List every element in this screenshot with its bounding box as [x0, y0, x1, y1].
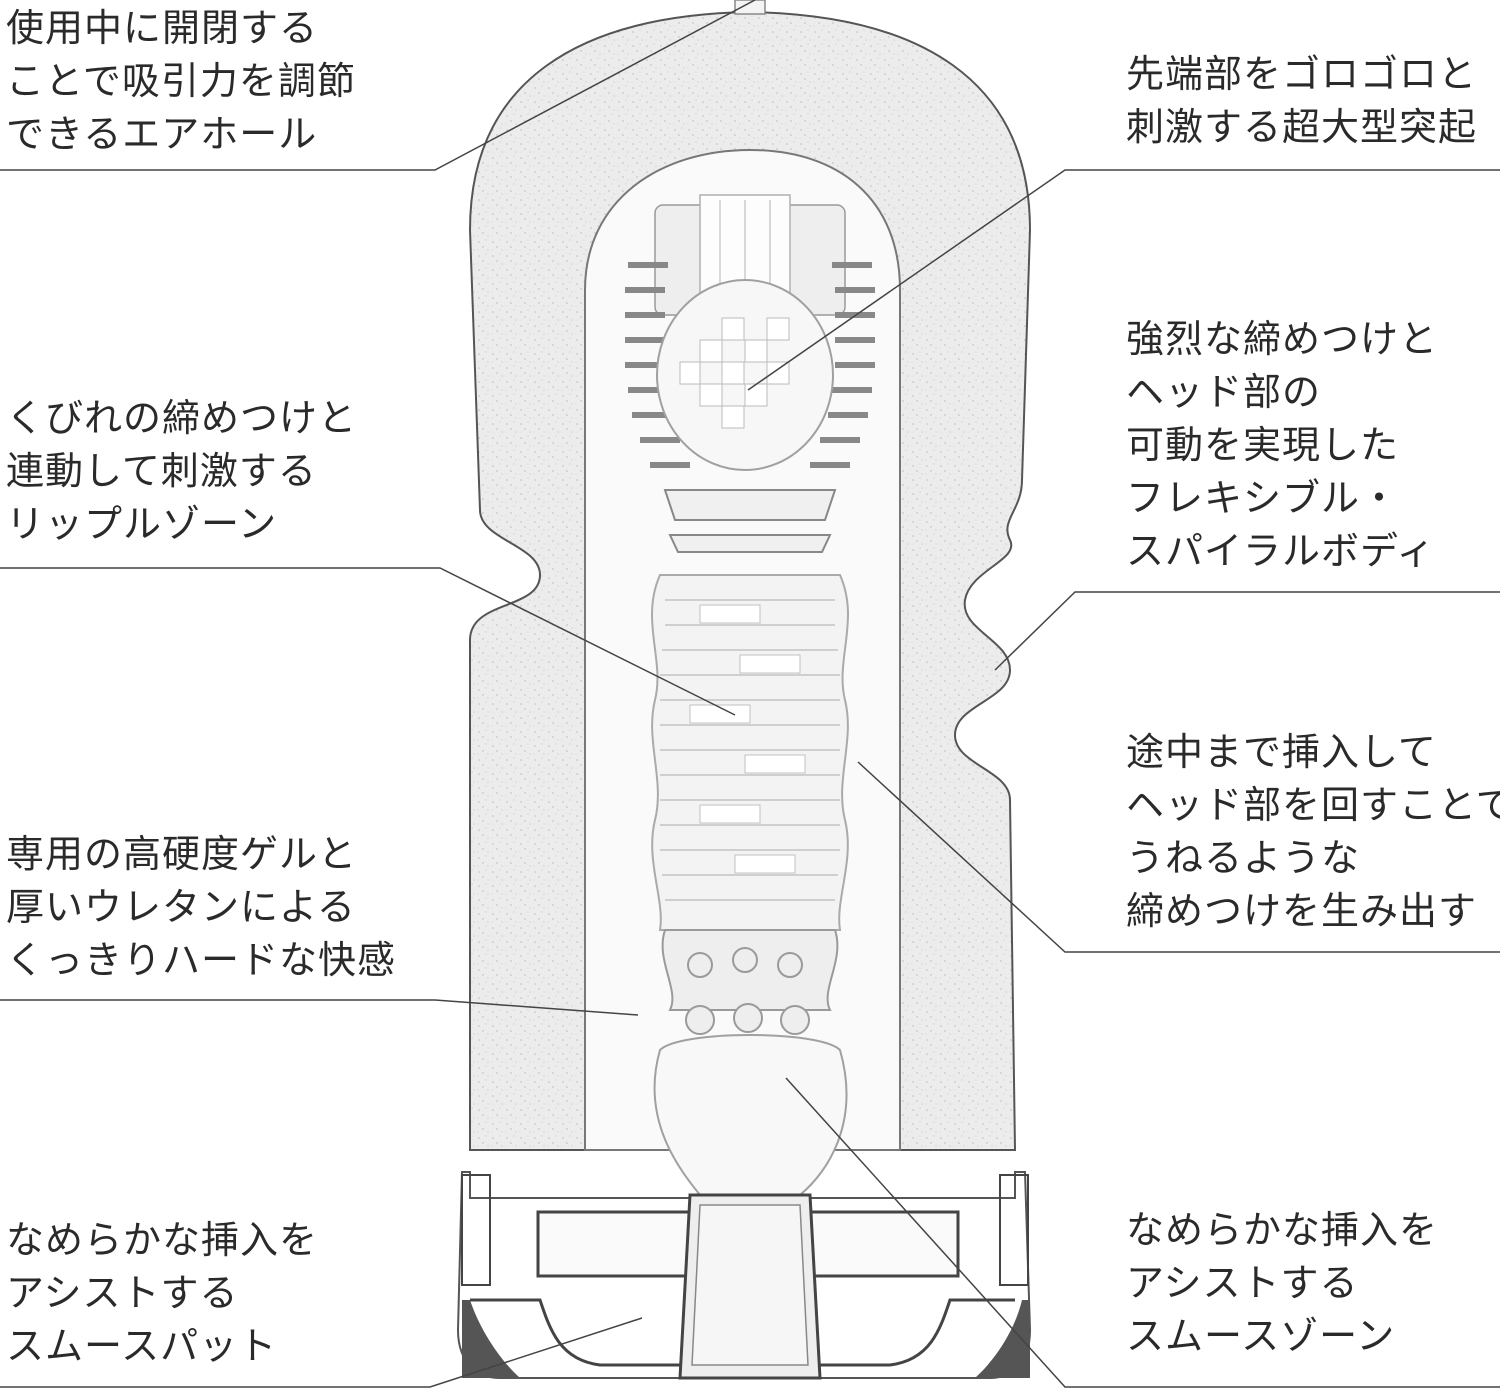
smooth-zone-bulb — [653, 1034, 848, 1196]
callout-line: 途中まで挿入して — [1126, 730, 1437, 774]
callout-line: 強烈な締めつけと — [1126, 317, 1439, 361]
callout-line: スムースパット — [6, 1324, 278, 1368]
callout-ripple-zone: くびれの締めつけと 連動して刺激する リップルゾーン — [6, 392, 357, 551]
leader-tip-bump — [747, 169, 1500, 391]
callout-line: 使用中に開閉する — [6, 6, 319, 50]
callout-line: 可動を実現した — [1126, 423, 1400, 467]
callout-line: 連動して刺激する — [6, 449, 317, 493]
callout-line: スパイラルボディ — [1126, 529, 1436, 573]
callout-line: スムースゾーン — [1126, 1314, 1396, 1358]
leader-air-hole — [0, 0, 756, 171]
bead-section — [661, 929, 839, 1035]
callout-line: アシストする — [1126, 1261, 1359, 1305]
callout-line: ヘッド部の — [1126, 370, 1322, 414]
callout-smooth-zone: なめらかな挿入を アシストする スムースゾーン — [1126, 1204, 1438, 1363]
callout-line: 厚いウレタンによる — [6, 885, 356, 929]
callout-line: 刺激する超大型突起 — [1126, 105, 1478, 149]
tip-ball — [656, 279, 834, 471]
callout-air-hole: 使用中に開閉する ことで吸引力を調節 できるエアホール — [6, 2, 356, 161]
leader-twist-tip — [857, 761, 1500, 953]
callout-twist-tip: 途中まで挿入して ヘッド部を回すことで うねるような 締めつけを生み出す — [1126, 726, 1500, 938]
callout-spiral-body: 強烈な締めつけと ヘッド部の 可動を実現した フレキシブル・ スパイラルボディ — [1126, 313, 1438, 578]
leader-hard-gel — [0, 999, 639, 1016]
callout-line: なめらかな挿入を — [1126, 1208, 1439, 1252]
callout-line: 先端部をゴロゴロと — [1126, 52, 1478, 96]
callout-line: できるエアホール — [6, 112, 318, 156]
callout-line: 専用の高硬度ゲルと — [6, 832, 358, 876]
callout-hard-gel: 専用の高硬度ゲルと 厚いウレタンによる くっきりハードな快感 — [6, 828, 396, 987]
callout-line: アシストする — [6, 1271, 239, 1315]
callout-line: うねるような — [1126, 836, 1361, 880]
callout-line: くびれの締めつけと — [6, 396, 358, 440]
callout-line: なめらかな挿入を — [6, 1218, 319, 1262]
callout-tip-bump: 先端部をゴロゴロと 刺激する超大型突起 — [1126, 48, 1477, 154]
callout-line: フレキシブル・ — [1126, 476, 1400, 520]
leader-ripple-zone — [0, 567, 736, 716]
air-hole — [734, 0, 766, 15]
callout-line: くっきりハードな快感 — [6, 938, 397, 982]
callout-line: ヘッド部を回すことで — [1126, 783, 1500, 827]
leader-smooth-pad — [0, 1317, 643, 1388]
callout-line: ことで吸引力を調節 — [6, 59, 356, 103]
ring-bands — [663, 489, 837, 553]
callout-line: 締めつけを生み出す — [1126, 889, 1478, 933]
leader-spiral-body — [994, 591, 1500, 671]
spiral-body — [651, 574, 849, 931]
callout-smooth-pad: なめらかな挿入を アシストする スムースパット — [6, 1214, 318, 1373]
callout-line: リップルゾーン — [6, 502, 278, 546]
leader-smooth-zone — [785, 1077, 1500, 1388]
base-cap — [456, 1171, 1032, 1380]
